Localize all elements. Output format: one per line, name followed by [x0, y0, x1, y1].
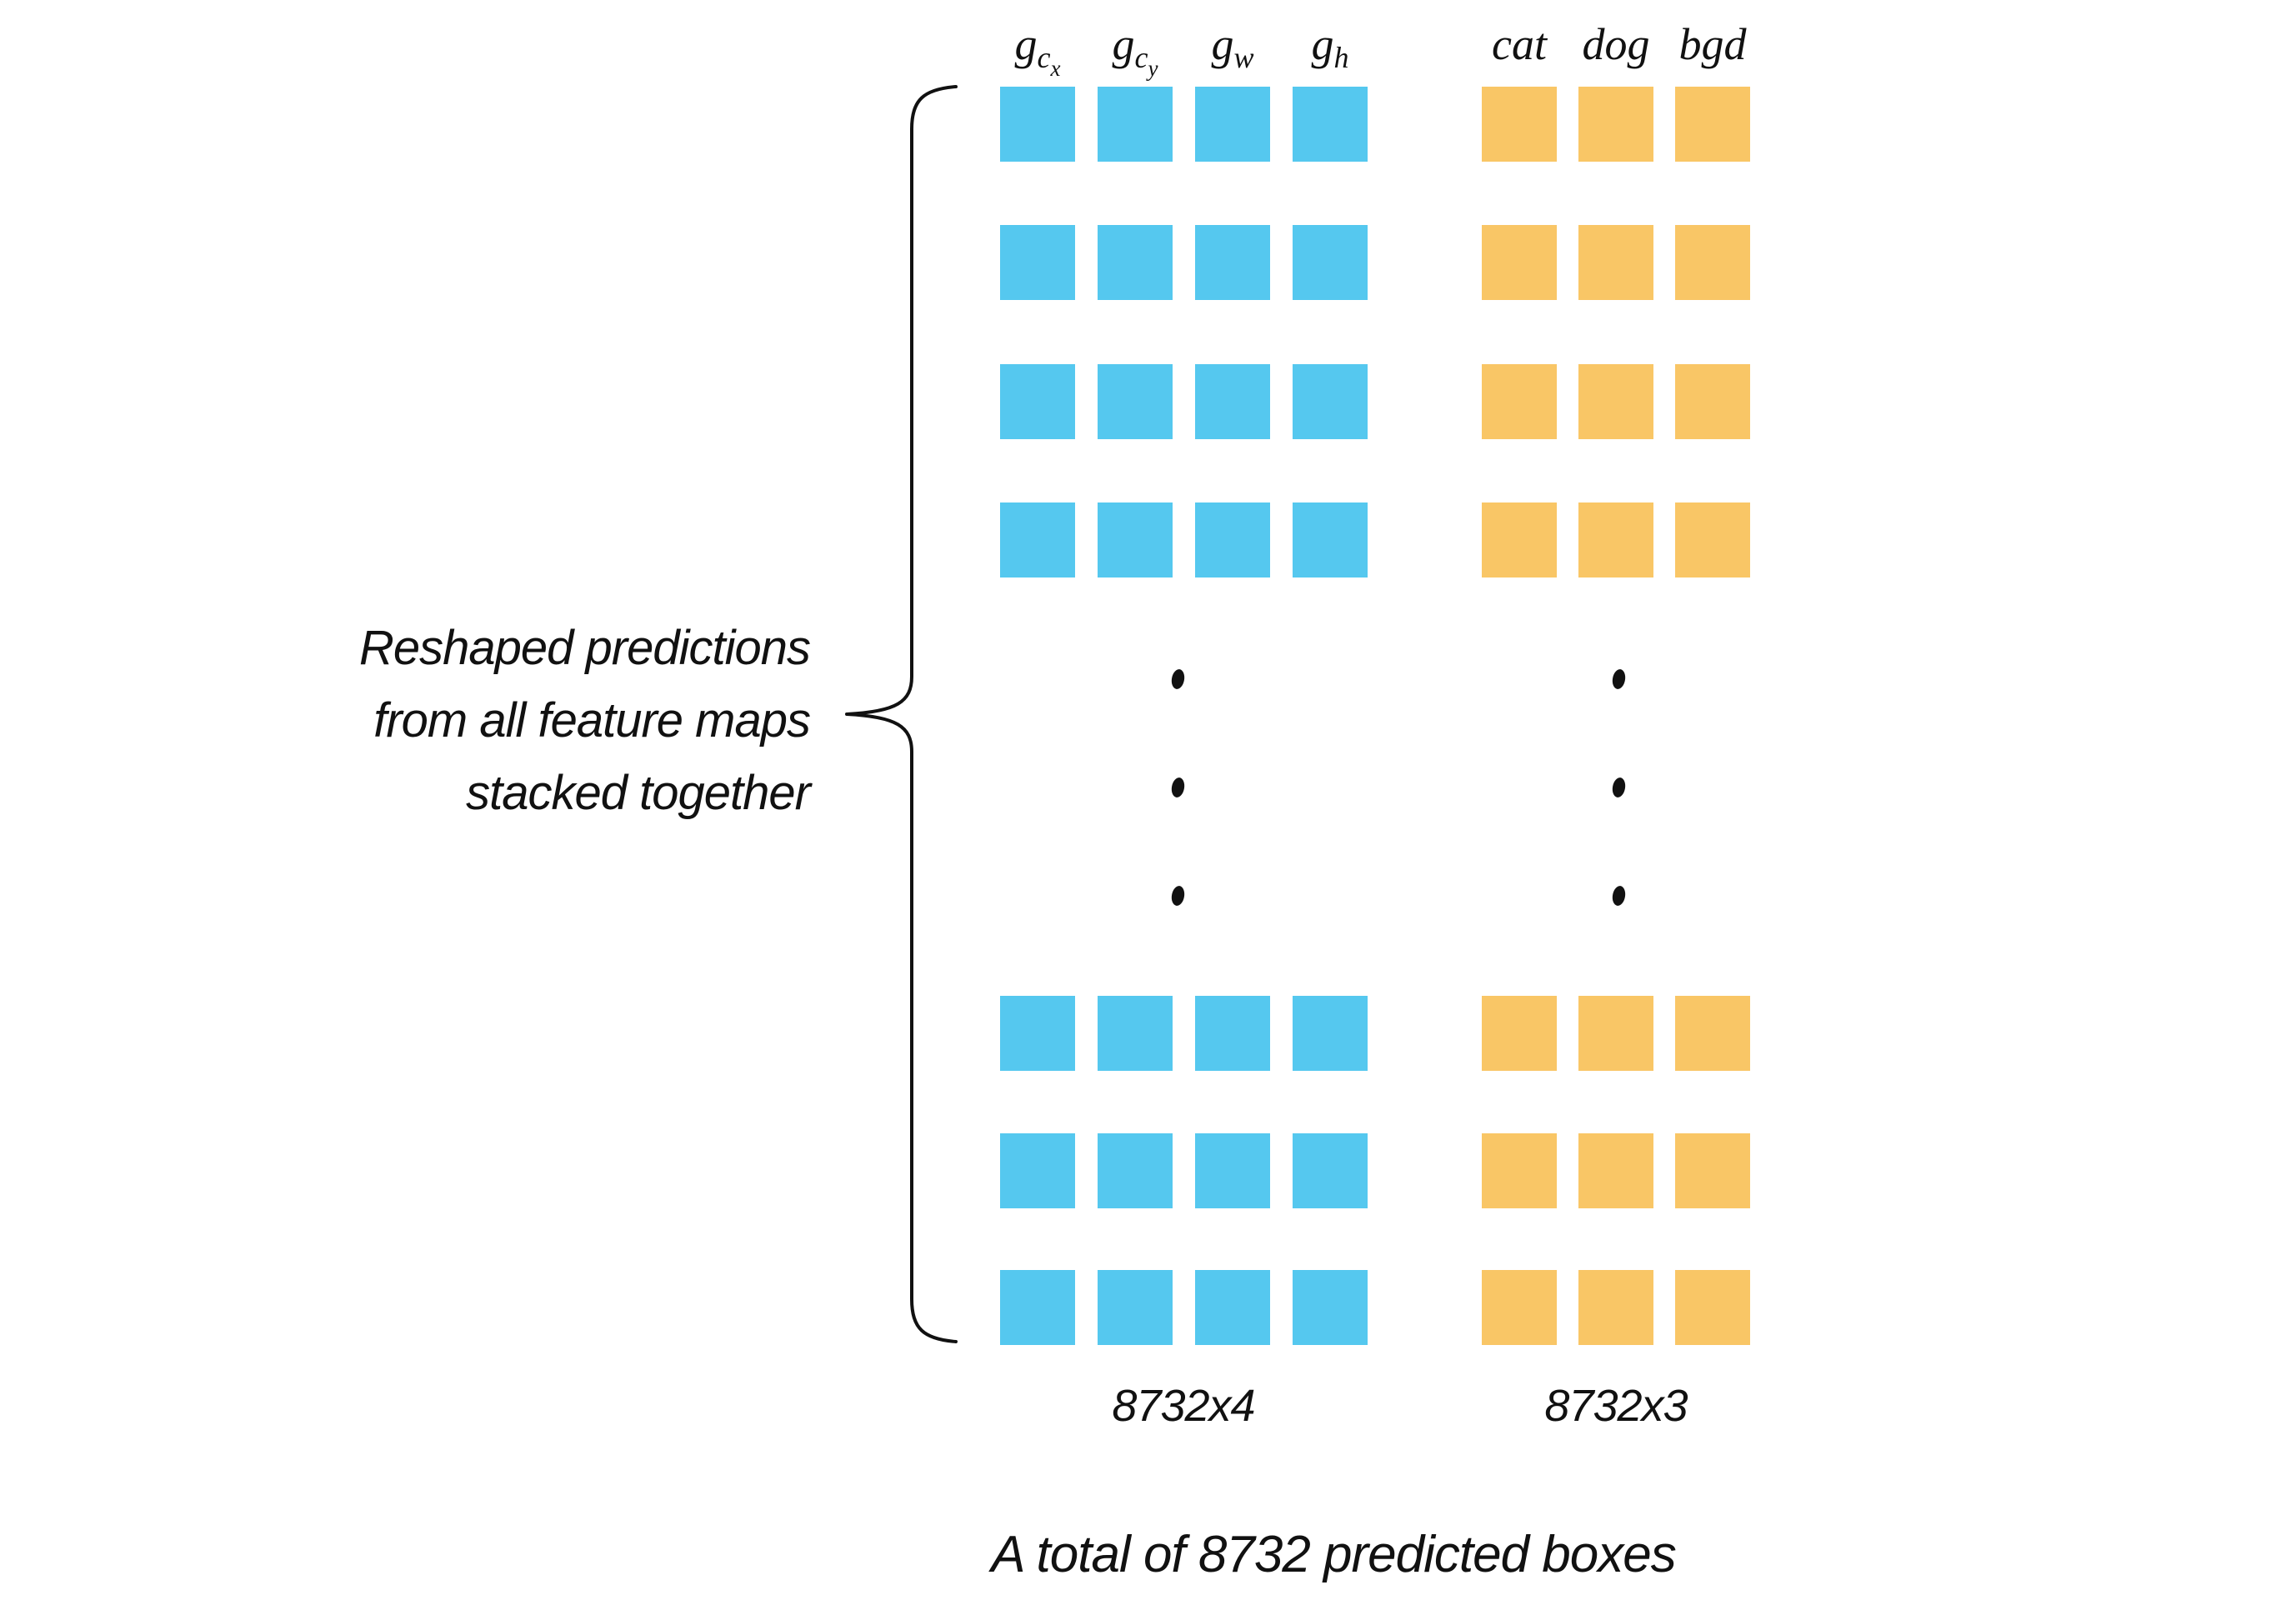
box-prediction-cell [1293, 225, 1368, 300]
box-prediction-cell [1293, 87, 1368, 162]
col-header-bgd: bgd [1654, 15, 1771, 73]
box-prediction-cell [1000, 87, 1075, 162]
ellipsis-dot [1610, 668, 1627, 691]
box-prediction-cell [1000, 1133, 1075, 1208]
class-prediction-cell [1675, 1133, 1750, 1208]
class-block-dimension-label: 8732x3 [1544, 1381, 1688, 1431]
class-prediction-cell [1675, 225, 1750, 300]
class-prediction-cell [1482, 1133, 1557, 1208]
ellipsis-dot [1169, 668, 1186, 691]
note-text: Reshaped predictions from all feature ma… [358, 612, 811, 829]
box-prediction-cell [1195, 1133, 1270, 1208]
gcx-base: g [1014, 19, 1038, 69]
gcx-sub: c [1037, 41, 1051, 74]
box-prediction-cell [1293, 996, 1368, 1071]
class-prediction-cell [1675, 996, 1750, 1071]
col-header-gcx: gcx [979, 15, 1096, 98]
class-prediction-cell [1482, 87, 1557, 162]
class-prediction-cell [1578, 87, 1653, 162]
box-prediction-cell [1098, 502, 1173, 578]
gh-sub: h [1333, 41, 1349, 74]
box-prediction-cell [1098, 996, 1173, 1071]
dog-label: dog [1582, 19, 1650, 69]
col-header-dog: dog [1558, 15, 1674, 73]
col-header-cat: cat [1461, 15, 1578, 73]
gcy-subsub: y [1148, 56, 1158, 81]
class-prediction-cell [1675, 1270, 1750, 1345]
box-prediction-cell [1195, 225, 1270, 300]
box-prediction-cell [1195, 364, 1270, 439]
gcx-subsub: x [1050, 56, 1061, 81]
box-prediction-cell [1195, 1270, 1270, 1345]
box-prediction-cell [1293, 502, 1368, 578]
box-prediction-cell [1098, 225, 1173, 300]
box-prediction-cell [1195, 502, 1270, 578]
caption: A total of 8732 predicted boxes [991, 1526, 1677, 1583]
box-prediction-cell [1098, 87, 1173, 162]
class-prediction-cell [1675, 87, 1750, 162]
box-prediction-cell [1098, 1270, 1173, 1345]
gw-sub: w [1233, 41, 1254, 74]
box-prediction-cell [1195, 87, 1270, 162]
note-line-2: from all feature maps [373, 693, 811, 748]
col-header-gcy: gcy [1077, 15, 1193, 98]
box-prediction-cell [1293, 1133, 1368, 1208]
class-prediction-cell [1675, 502, 1750, 578]
box-prediction-cell [1000, 364, 1075, 439]
gcy-base: g [1112, 19, 1135, 69]
box-prediction-cell [1195, 996, 1270, 1071]
box-prediction-cell [1098, 364, 1173, 439]
box-prediction-cell [1000, 225, 1075, 300]
box-prediction-cell [1293, 1270, 1368, 1345]
class-prediction-cell [1578, 502, 1653, 578]
class-prediction-cell [1675, 364, 1750, 439]
ellipsis-dot [1169, 776, 1186, 799]
class-prediction-cell [1578, 1270, 1653, 1345]
gcy-sub: c [1134, 41, 1148, 74]
class-prediction-cell [1578, 364, 1653, 439]
note-line-3: stacked together [466, 766, 811, 820]
col-header-gw: gw [1174, 15, 1291, 98]
ellipsis-dot [1610, 884, 1627, 908]
gh-base: g [1311, 19, 1334, 69]
note-line-1: Reshaped predictions [358, 621, 811, 675]
cat-label: cat [1492, 19, 1547, 69]
ellipsis-dot [1169, 884, 1186, 908]
box-prediction-cell [1000, 1270, 1075, 1345]
class-prediction-cell [1578, 1133, 1653, 1208]
class-prediction-cell [1482, 996, 1557, 1071]
curly-brace [845, 85, 958, 1343]
box-block-dimension-label: 8732x4 [1112, 1381, 1255, 1431]
gw-base: g [1211, 19, 1234, 69]
box-prediction-cell [1000, 996, 1075, 1071]
box-prediction-cell [1098, 1133, 1173, 1208]
class-prediction-cell [1578, 225, 1653, 300]
ellipsis-dot [1610, 776, 1627, 799]
bgd-label: bgd [1678, 19, 1747, 69]
class-prediction-cell [1482, 225, 1557, 300]
curly-brace-path [845, 85, 958, 1343]
class-prediction-cell [1482, 502, 1557, 578]
col-header-gh: gh [1272, 15, 1388, 98]
box-prediction-cell [1293, 364, 1368, 439]
class-prediction-cell [1578, 996, 1653, 1071]
box-prediction-cell [1000, 502, 1075, 578]
class-prediction-cell [1482, 1270, 1557, 1345]
class-prediction-cell [1482, 364, 1557, 439]
